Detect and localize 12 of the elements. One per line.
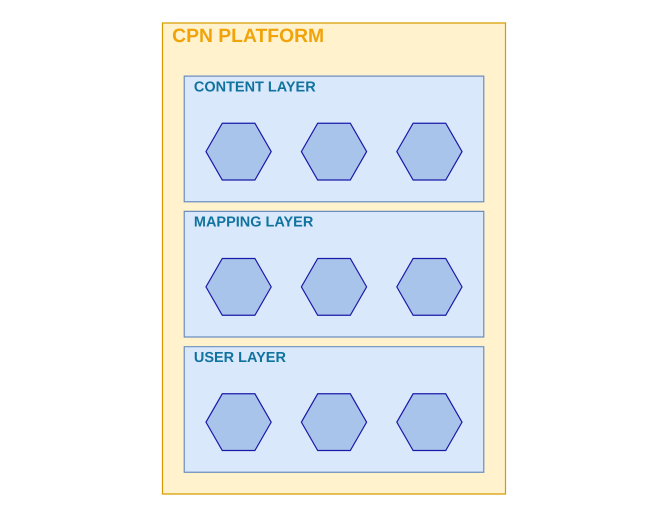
node-hexagon <box>396 258 463 316</box>
node-hexagon <box>300 258 368 316</box>
node-hexagon <box>205 393 272 452</box>
node-hexagon <box>300 122 368 181</box>
cluster: CONTENT LAYER <box>184 76 484 202</box>
node-hexagon <box>205 258 272 316</box>
cluster: MAPPING LAYER <box>184 210 484 338</box>
node-hexagon <box>396 393 463 452</box>
node-hexagon <box>300 393 368 452</box>
cluster: USER LAYER <box>184 346 484 473</box>
node-hexagon <box>205 122 272 181</box>
node-hexagon <box>396 122 463 181</box>
